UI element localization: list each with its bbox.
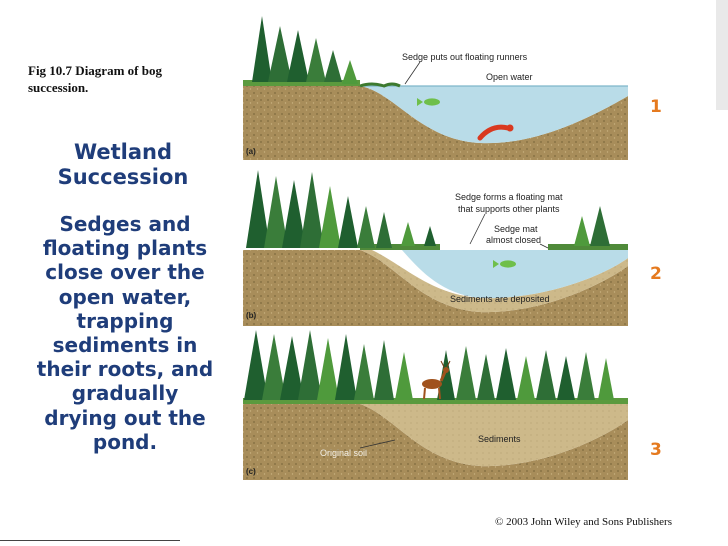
stage-number-2: 2 [650,264,662,284]
slide-heading: Wetland Succession [57,140,189,189]
tree-icon [357,206,375,248]
tree-icon [590,206,610,246]
tree-icon [437,350,455,400]
tree-icon [335,334,357,400]
panel-b-water [402,250,628,299]
panel-b-label-closed-line2: almost closed [486,235,541,245]
tree-icon [517,356,535,400]
panel-b-label-sediment: Sediments are deposited [450,294,550,304]
panel-b-letter: (b) [246,311,257,320]
tree-icon [424,226,436,246]
panel-a-sedge-runners [359,82,401,88]
tree-icon [287,30,309,82]
panel-c: Sediments Original soil (c) [243,330,628,480]
panel-a-soil [243,86,628,160]
panel-a-label-water: Open water [486,72,533,82]
panel-b-label-mat-line1: Sedge forms a floating mat [455,192,563,202]
figure-caption: Fig 10.7 Diagram of bog succession. [28,63,162,95]
slide-body-text: Sedges and floating plants close over th… [36,212,214,454]
tree-icon [598,358,614,400]
tree-icon [319,186,341,248]
fish-icon [417,98,440,106]
tree-icon [244,330,268,400]
tree-icon [557,356,575,400]
tree-icon [317,338,339,400]
panel-b-label-mat-line2: that supports other plants [458,204,560,214]
panel-c-label-sediments: Sediments [478,434,521,444]
tree-icon [280,336,304,400]
tree-icon [374,340,394,400]
tree-icon [268,26,292,82]
tree-icon [298,330,322,400]
panel-b: Sedge forms a floating mat that supports… [243,170,628,326]
panel-b-sediment [360,250,628,313]
copyright-notice: © 2003 John Wiley and Sons Publishers [495,516,672,528]
tree-icon [376,212,392,248]
panel-a: Sedge puts out floating runners Open wat… [243,16,628,160]
panel-a-letter: (a) [246,147,256,156]
panel-b-mat-pointer [469,213,486,245]
tree-icon [456,346,476,400]
tree-icon [282,180,306,248]
panel-c-sediments [360,404,628,467]
tree-icon [354,344,374,400]
panel-a-label-sedge: Sedge puts out floating runners [402,52,528,62]
tree-icon [395,352,413,400]
panel-c-label-original: Original soil [320,448,367,458]
salamander-icon [477,124,514,141]
footer-rule [0,540,180,541]
slide-edge-strip [716,0,728,110]
tree-icon [574,216,590,246]
panel-b-label-closed-line1: Sedge mat [494,224,538,234]
panel-b-tree-group [246,170,610,248]
tree-icon [264,176,288,248]
stage-number-1: 1 [650,97,662,117]
tree-icon [577,352,595,400]
tree-icon [401,222,415,246]
fish-icon [493,260,516,268]
panel-c-original-pointer [359,439,396,449]
panel-a-tree-group [252,16,358,84]
tree-icon [306,38,326,82]
panel-c-letter: (c) [246,467,256,476]
tree-icon [536,350,556,400]
deer-icon [422,360,451,400]
tree-icon [324,50,342,82]
panel-b-closed-pointer [539,243,549,249]
panel-a-sedge-pointer [404,61,421,85]
tree-icon [252,16,272,82]
tree-icon [300,172,324,248]
tree-icon [262,334,286,400]
panel-b-soil [243,250,628,326]
panel-c-tree-group [244,330,614,400]
tree-icon [496,348,516,400]
panel-c-soil [243,404,628,480]
tree-icon [338,196,358,248]
tree-icon [342,60,358,84]
tree-icon [477,354,495,400]
tree-icon [246,170,270,248]
stage-number-3: 3 [650,440,662,460]
